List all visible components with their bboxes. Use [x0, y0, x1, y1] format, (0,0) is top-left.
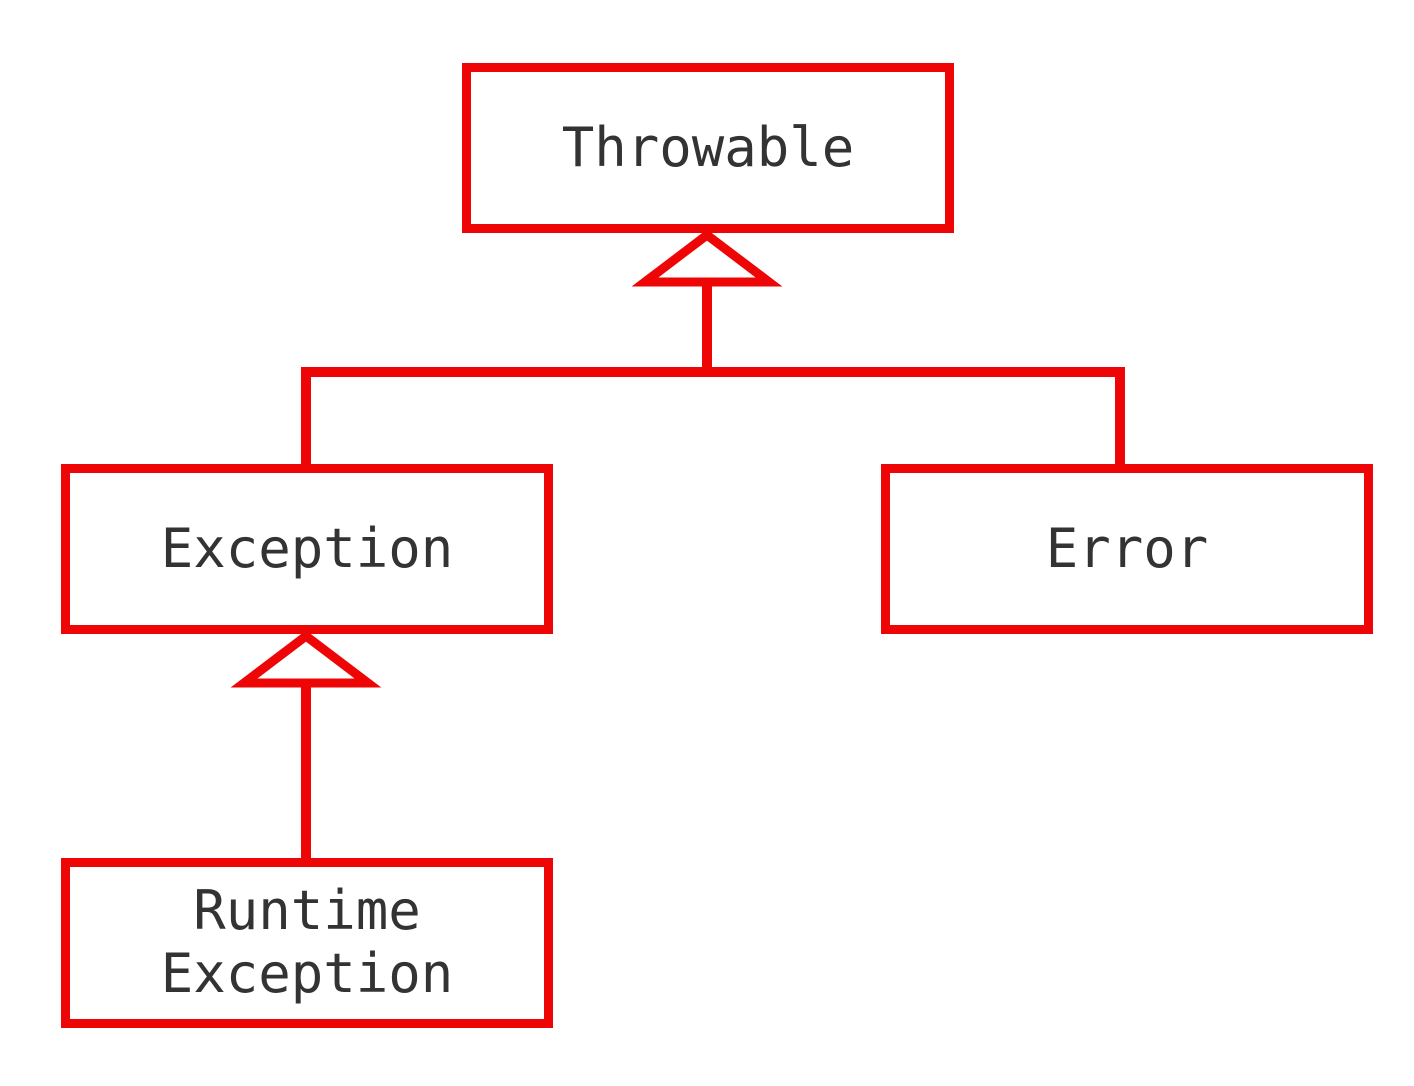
node-runtime-exception-label: Runtime Exception — [160, 879, 454, 1005]
node-exception-label: Exception — [160, 516, 454, 580]
node-throwable: Throwable — [462, 63, 954, 233]
node-exception: Exception — [61, 464, 553, 634]
node-runtime-exception: Runtime Exception — [61, 858, 553, 1028]
inheritance-arrowhead-throwable — [631, 229, 783, 287]
node-error: Error — [881, 464, 1373, 634]
edge-branch-exception-error — [301, 367, 1125, 470]
inheritance-arrowhead-exception — [230, 630, 382, 688]
node-error-label: Error — [1045, 516, 1209, 580]
node-throwable-label: Throwable — [561, 115, 855, 179]
